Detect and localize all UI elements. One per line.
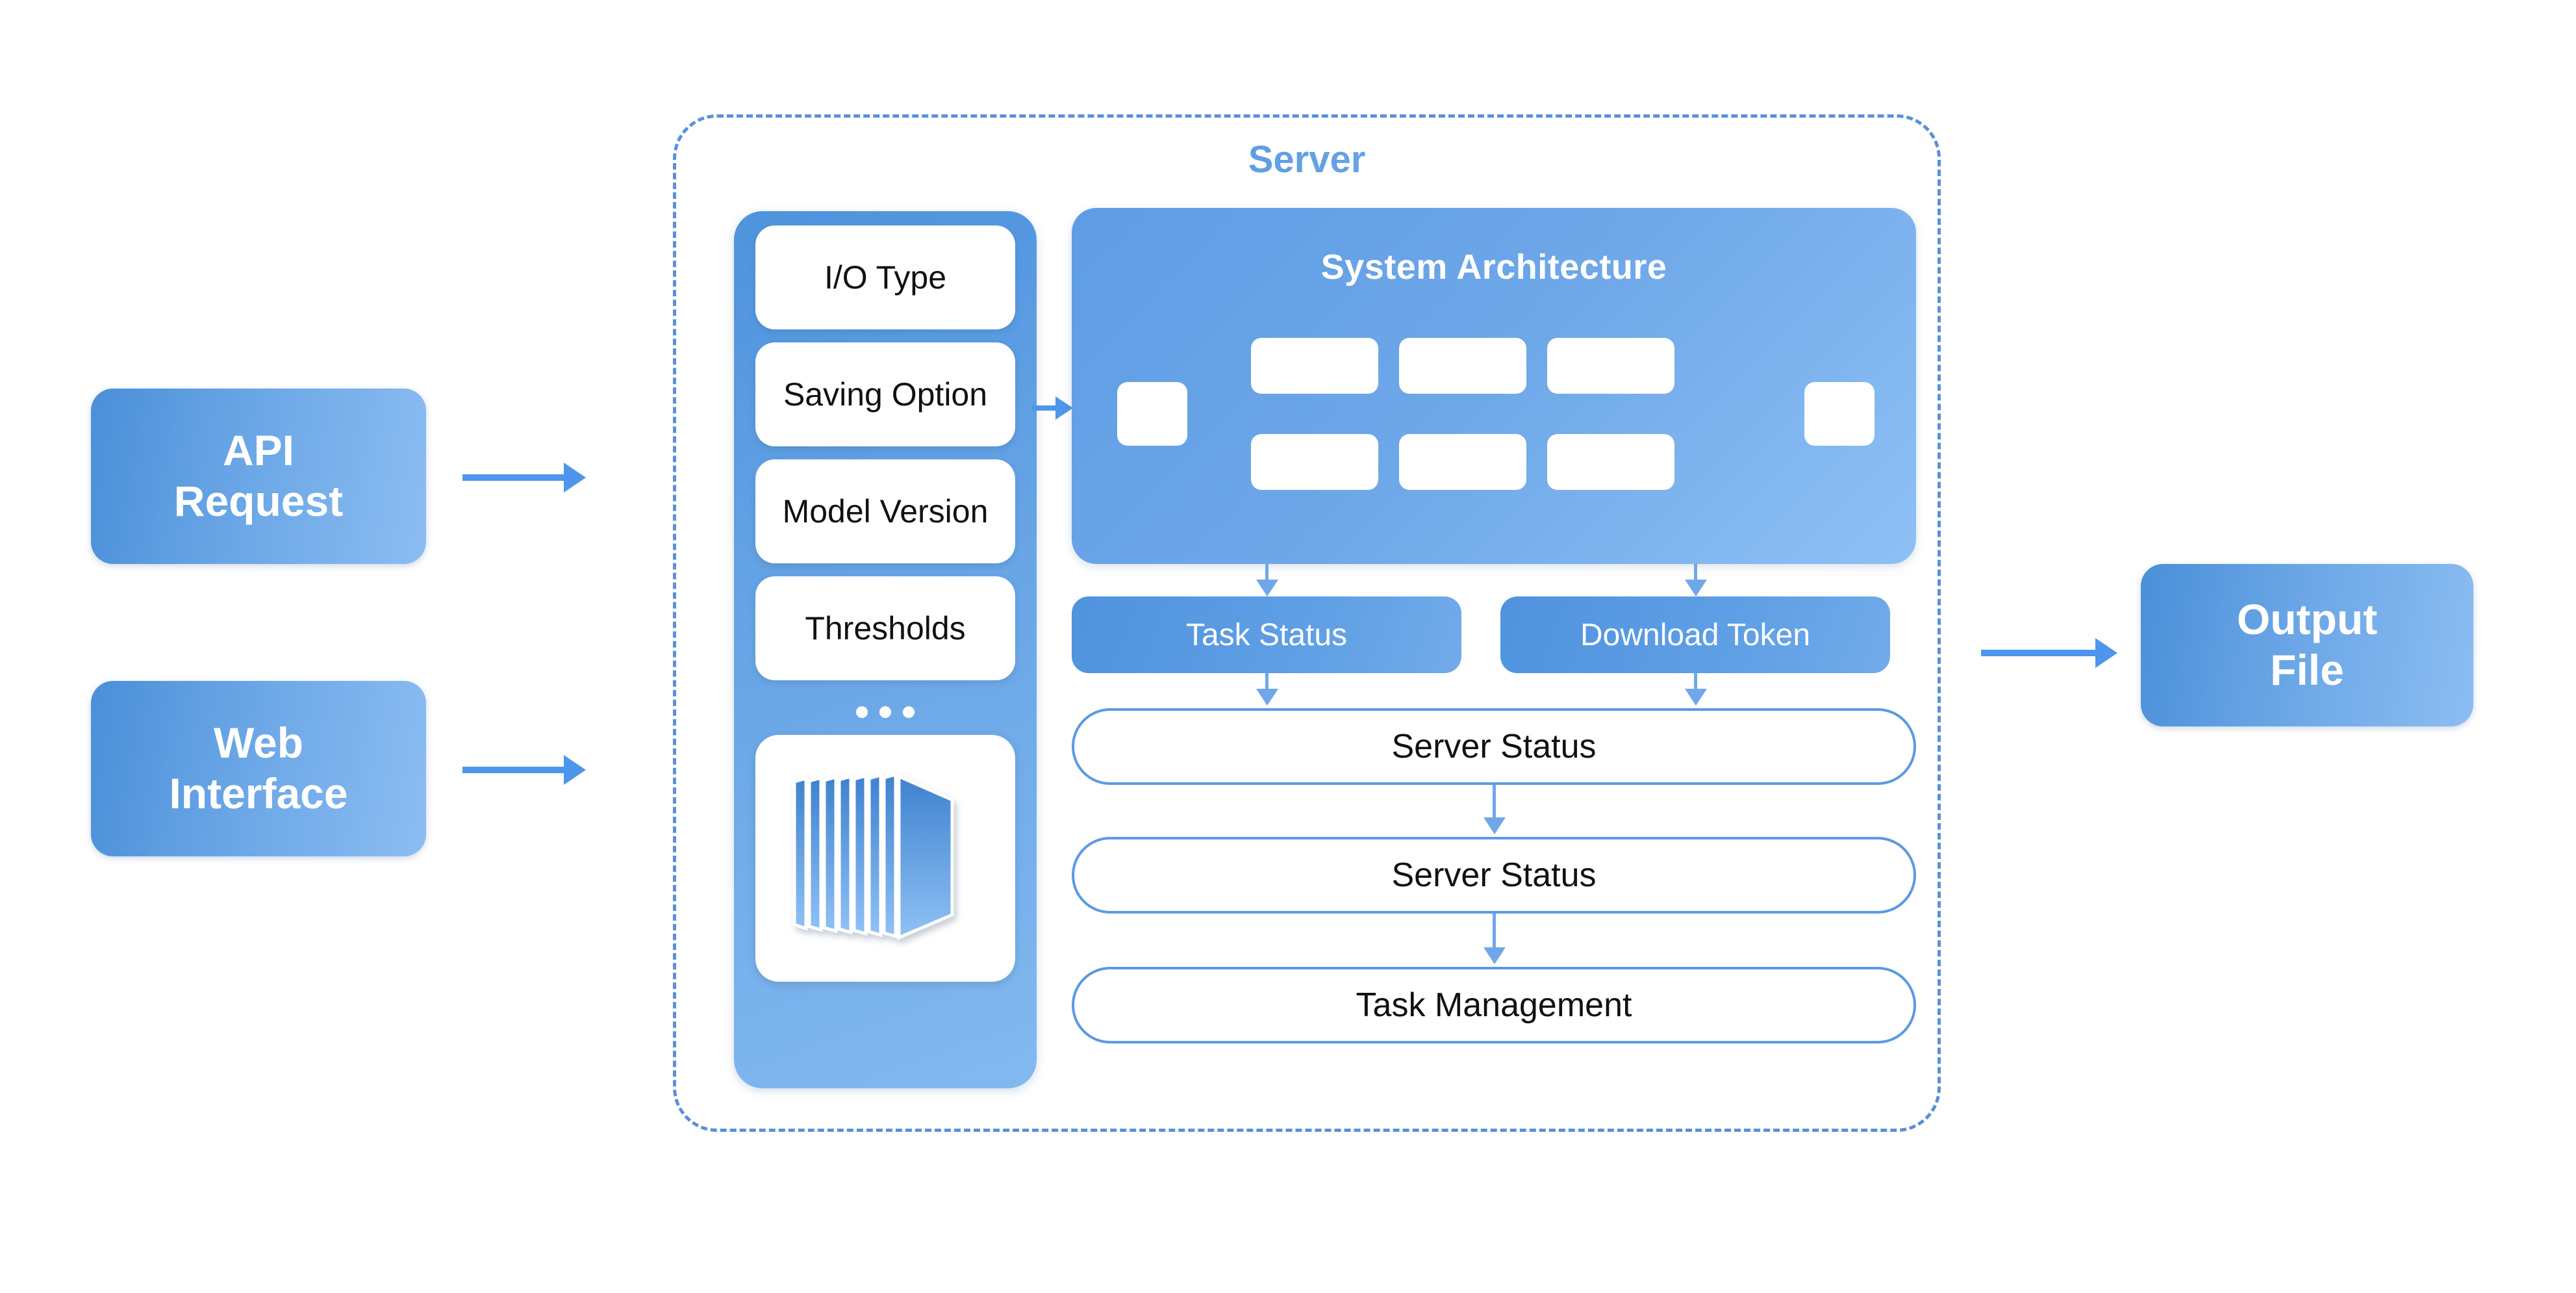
api-request-box[interactable]: API Request	[91, 389, 426, 564]
task-status-pill[interactable]: Task Status	[1072, 596, 1461, 673]
architecture-bottom-block-2	[1399, 434, 1526, 490]
arrow-task-status-to-server-status-icon	[1265, 673, 1269, 691]
architecture-top-block-2	[1399, 338, 1526, 394]
server-title: Server	[673, 138, 1941, 181]
api-request-line2: Request	[173, 477, 344, 525]
arrow-architecture-to-download-token-icon	[1694, 564, 1697, 582]
arrow-download-token-to-server-status-icon	[1694, 673, 1697, 691]
arrow-api-to-server-icon	[462, 474, 566, 481]
param-card-saving-option[interactable]: Saving Option	[755, 342, 1015, 446]
model-card[interactable]	[755, 735, 1015, 982]
server-status-pill-2[interactable]: Server Status	[1072, 837, 1916, 914]
parameter-sidebar: I/O Type Saving Option Model Version Thr…	[734, 211, 1037, 1088]
arrow-server-to-output-icon	[1981, 650, 2098, 656]
web-interface-line2: Interface	[169, 769, 348, 817]
param-card-io-type[interactable]: I/O Type	[755, 225, 1015, 329]
web-interface-line1: Web	[213, 719, 304, 767]
architecture-bottom-block-1	[1251, 434, 1378, 490]
server-container	[673, 114, 1941, 1132]
ellipsis-dot-1	[856, 706, 868, 718]
param-ellipsis-icon	[755, 693, 1015, 731]
param-card-model-version[interactable]: Model Version	[755, 459, 1015, 563]
architecture-top-block-1	[1251, 338, 1378, 394]
server-status-pill-1[interactable]: Server Status	[1072, 708, 1916, 785]
system-architecture-title: System Architecture	[1320, 248, 1667, 287]
architecture-input-block	[1117, 382, 1187, 446]
architecture-top-block-3	[1547, 338, 1674, 394]
task-management-pill[interactable]: Task Management	[1072, 967, 1916, 1043]
ellipsis-dot-3	[903, 706, 915, 718]
arrow-server-status-2-to-task-management-icon	[1493, 914, 1496, 950]
arrow-web-to-server-icon	[462, 767, 566, 773]
architecture-bottom-block-3	[1547, 434, 1674, 490]
web-interface-box[interactable]: Web Interface	[91, 681, 426, 856]
output-file-box[interactable]: Output File	[2141, 564, 2473, 726]
arrow-params-to-architecture-icon	[1032, 405, 1057, 411]
web-interface-label: Web Interface	[169, 718, 347, 819]
arrow-architecture-to-task-status-icon	[1265, 564, 1269, 582]
layered-network-icon	[788, 761, 983, 956]
arrow-server-status-1-to-2-icon	[1493, 785, 1496, 820]
architecture-output-block	[1804, 382, 1875, 446]
api-request-label: API Request	[174, 426, 343, 527]
output-file-label: Output File	[2237, 595, 2377, 696]
system-architecture-panel: System Architecture	[1072, 208, 1916, 564]
api-request-line1: API	[222, 426, 294, 475]
param-card-thresholds[interactable]: Thresholds	[755, 576, 1015, 680]
download-token-pill[interactable]: Download Token	[1500, 596, 1890, 673]
output-file-line1: Output	[2236, 595, 2378, 644]
ellipsis-dot-2	[879, 706, 891, 718]
output-file-line2: File	[2270, 646, 2344, 694]
